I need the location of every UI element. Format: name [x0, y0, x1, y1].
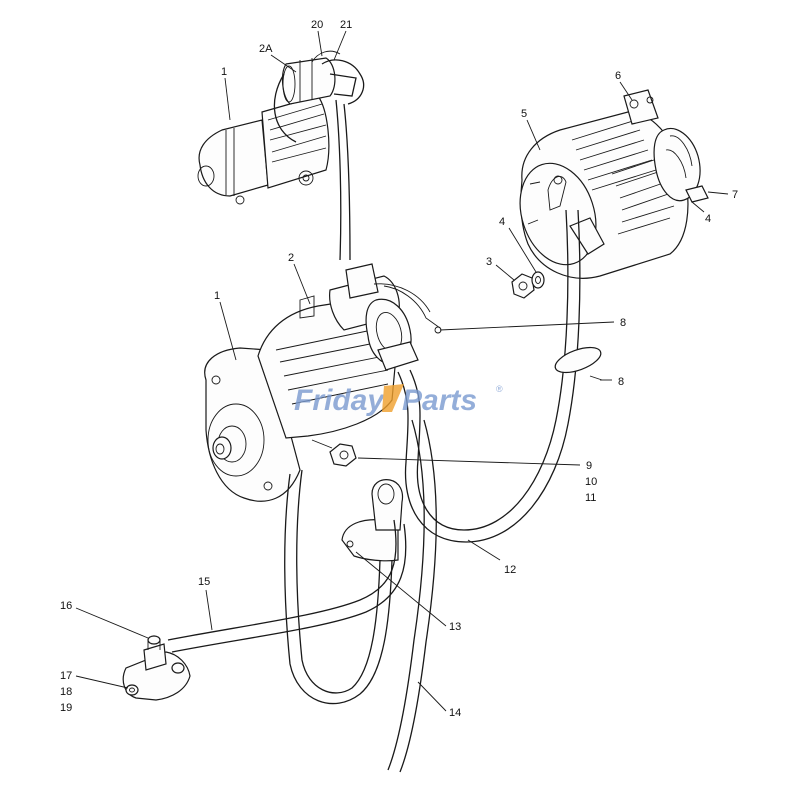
callout-8-upper: 8 [620, 317, 626, 329]
callout-7: 7 [732, 189, 738, 201]
callout-6: 6 [615, 70, 621, 82]
callout-1-top: 1 [221, 66, 227, 78]
watermark-text-parts: Parts [402, 384, 477, 417]
watermark-registered-mark: ® [496, 384, 503, 394]
callout-10: 10 [585, 476, 597, 488]
watermark-accent-icon [382, 384, 404, 412]
callout-2: 2 [288, 252, 294, 264]
callout-14: 14 [449, 707, 461, 719]
cable-clamp [341, 479, 404, 562]
nut-9 [311, 439, 357, 467]
callouts: 20 21 2A 1 6 5 7 4 4 3 2 1 8 8 9 10 11 1… [60, 19, 738, 719]
callout-5: 5 [521, 108, 527, 120]
callout-17: 17 [60, 670, 72, 682]
callout-15: 15 [198, 576, 210, 588]
starter-motor-small [197, 50, 365, 261]
watermark-text-friday: Friday [294, 384, 385, 417]
starter-motor-main [204, 263, 419, 502]
callout-4-left: 4 [499, 216, 505, 228]
alternator [519, 89, 709, 279]
callout-21: 21 [340, 19, 352, 31]
callout-9: 9 [586, 460, 592, 472]
callout-4-right: 4 [705, 213, 711, 225]
callout-2a: 2A [259, 43, 273, 55]
nut-and-washer [511, 271, 545, 299]
callout-13: 13 [449, 621, 461, 633]
callout-8-lower: 8 [618, 376, 624, 388]
leader-lines [75, 30, 729, 712]
watermark-logo: Friday Parts ® [294, 384, 503, 417]
battery-terminal [122, 635, 191, 701]
callout-12: 12 [504, 564, 516, 576]
callout-3: 3 [486, 256, 492, 268]
callout-18: 18 [60, 686, 72, 698]
callout-19: 19 [60, 702, 72, 714]
cables [167, 209, 603, 773]
callout-11: 11 [585, 492, 596, 504]
callout-20: 20 [311, 19, 323, 31]
callout-1: 1 [214, 290, 220, 302]
callout-16: 16 [60, 600, 72, 612]
